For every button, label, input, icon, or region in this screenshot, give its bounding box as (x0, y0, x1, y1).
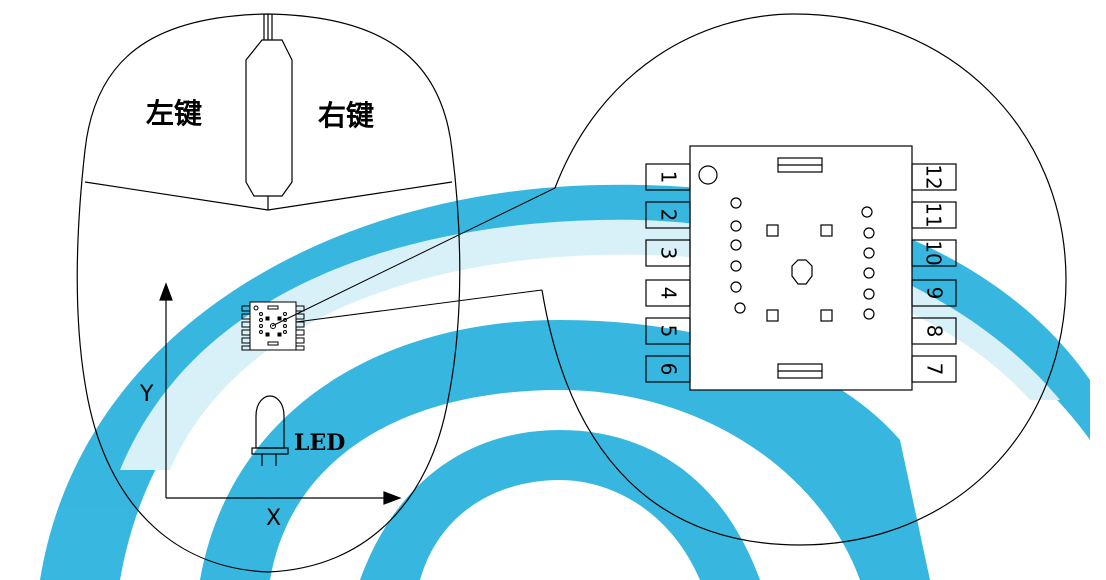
pin-number: 3 (655, 246, 680, 260)
pin-label-9: 9 (914, 280, 954, 306)
pin-label-12: 12 (914, 164, 954, 190)
pin-number: 4 (655, 286, 680, 300)
right-key-label: 右键 (318, 99, 375, 132)
pin-number: 1 (655, 170, 680, 184)
pin-label-5: 5 (648, 318, 688, 344)
pin-label-1: 1 (648, 164, 688, 190)
pin-label-6: 6 (648, 356, 688, 382)
mouse-outline (76, 13, 461, 573)
pin-label-8: 8 (914, 318, 954, 344)
led-label: LED (294, 430, 346, 456)
pin-number: 8 (921, 324, 946, 338)
pin-label-10: 10 (914, 240, 954, 266)
pin-label-3: 3 (648, 240, 688, 266)
magnify-leader-lines (271, 187, 556, 327)
xy-axes (159, 282, 402, 505)
pin-label-11: 11 (914, 202, 954, 228)
left-key-label: 左键 (146, 97, 203, 130)
large-sensor-chip (645, 145, 957, 391)
x-axis-label: X (266, 506, 282, 531)
pin-label-4: 4 (648, 280, 688, 306)
pin-number: 6 (655, 362, 680, 376)
y-axis-label: Y (140, 382, 154, 407)
pin-number: 12 (921, 164, 946, 190)
pin-number: 2 (655, 208, 680, 222)
magnified-view (541, 13, 1067, 546)
led-icon (251, 395, 289, 466)
pin-label-7: 7 (914, 356, 954, 382)
pin-number: 9 (921, 286, 946, 300)
pin-number: 10 (921, 240, 946, 266)
pin-number: 11 (921, 202, 946, 228)
pin-label-2: 2 (648, 202, 688, 228)
pin-number: 5 (655, 324, 680, 338)
small-sensor-chip (241, 301, 305, 351)
pin-number: 7 (921, 362, 946, 376)
